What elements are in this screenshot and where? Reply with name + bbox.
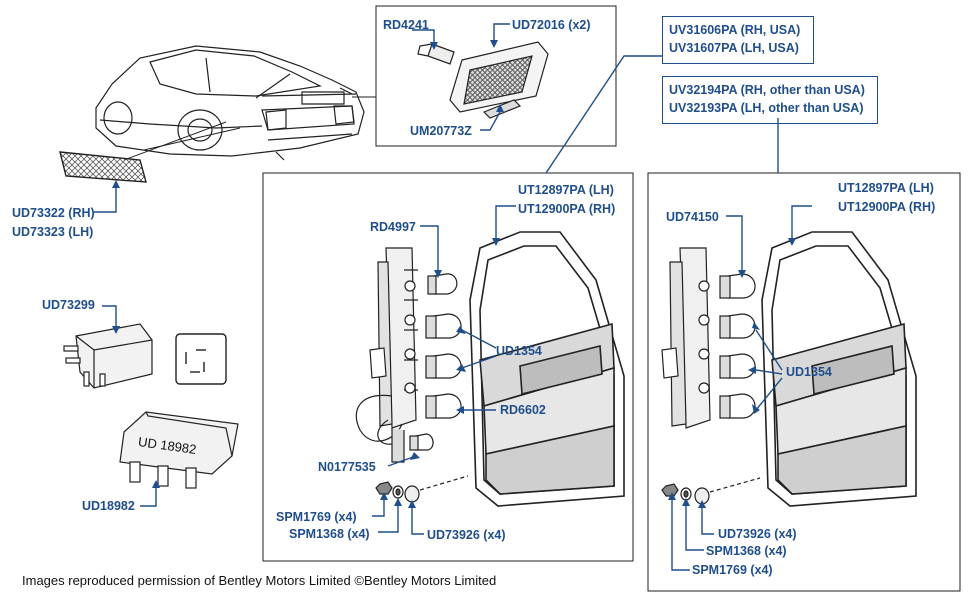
callout-ud72016: UD72016 (x2): [512, 18, 591, 32]
usa-variant-box: UV31606PA (RH, USA) UV31607PA (LH, USA): [662, 16, 814, 64]
left-callout-ut-rh: UT12900PA (RH): [518, 202, 616, 216]
callout-ud73323: UD73323 (LH): [12, 225, 94, 239]
left-callout-washer: UD73926 (x4): [427, 528, 506, 542]
relay-module: [119, 411, 239, 489]
usa-lh-label: UV31607PA (LH, USA): [669, 41, 799, 55]
panel-left-frame: [262, 172, 634, 562]
right-callout-ut-rh: UT12900PA (RH): [838, 200, 936, 214]
other-rh-label: UV32194PA (RH, other than USA): [669, 83, 865, 97]
right-callout-washer: UD73926 (x4): [718, 527, 797, 541]
left-callout-ut-lh: UT12897PA (LH): [518, 183, 614, 197]
callout-um20773z: UM20773Z: [410, 124, 472, 138]
side-reflector: [59, 151, 147, 183]
car-leaders: [123, 60, 377, 161]
left-callout-bulbs: UD1354: [496, 344, 542, 358]
callout-ud73299: UD73299: [42, 298, 95, 312]
panel-right-frame: [647, 172, 961, 592]
left-tail-lamp-lens: [469, 231, 625, 507]
usa-rh-label: UV31606PA (RH, USA): [669, 23, 801, 37]
other-lh-label: UV32193PA (LH, other than USA): [669, 101, 864, 115]
callout-leaders: [94, 23, 812, 571]
callout-arrowheads: [112, 40, 796, 508]
right-callout-bulbs: UD1354: [786, 365, 832, 379]
right-bulbs: [719, 273, 756, 419]
relay-diagram-symbol: [175, 333, 227, 385]
callout-ud18982: UD18982: [82, 499, 135, 513]
left-callout-bulb-small: RD6602: [500, 403, 546, 417]
right-callout-bulb-holder: UD74150: [666, 210, 719, 224]
left-bulb-holder: [355, 247, 418, 463]
plate-lamp-inset: [375, 5, 617, 147]
right-callout-screw-b: SPM1368 (x4): [706, 544, 787, 558]
left-bulbs: [409, 273, 462, 451]
plate-lamp-drawing: [417, 41, 549, 119]
left-fasteners: [375, 475, 469, 503]
right-callout-screw-a: SPM1769 (x4): [692, 563, 773, 577]
right-callout-ut-lh: UT12897PA (LH): [838, 181, 934, 195]
right-fasteners: [661, 477, 761, 505]
left-callout-bulb-holder: RD4997: [370, 220, 416, 234]
right-tail-lamp-lens: [761, 231, 917, 507]
callout-ud73322: UD73322 (RH): [12, 206, 95, 220]
right-bulb-holder: [661, 247, 711, 429]
left-callout-connector: N0177535: [318, 460, 376, 474]
car-drawing: [95, 45, 365, 161]
relay-4pin: [63, 323, 153, 389]
copyright-credit: Images reproduced permission of Bentley …: [22, 573, 497, 588]
left-callout-screw-b: SPM1368 (x4): [289, 527, 370, 541]
left-callout-screw-a: SPM1769 (x4): [276, 510, 357, 524]
other-variant-box: UV32194PA (RH, other than USA) UV32193PA…: [662, 76, 878, 124]
callout-rd4241: RD4241: [383, 18, 429, 32]
